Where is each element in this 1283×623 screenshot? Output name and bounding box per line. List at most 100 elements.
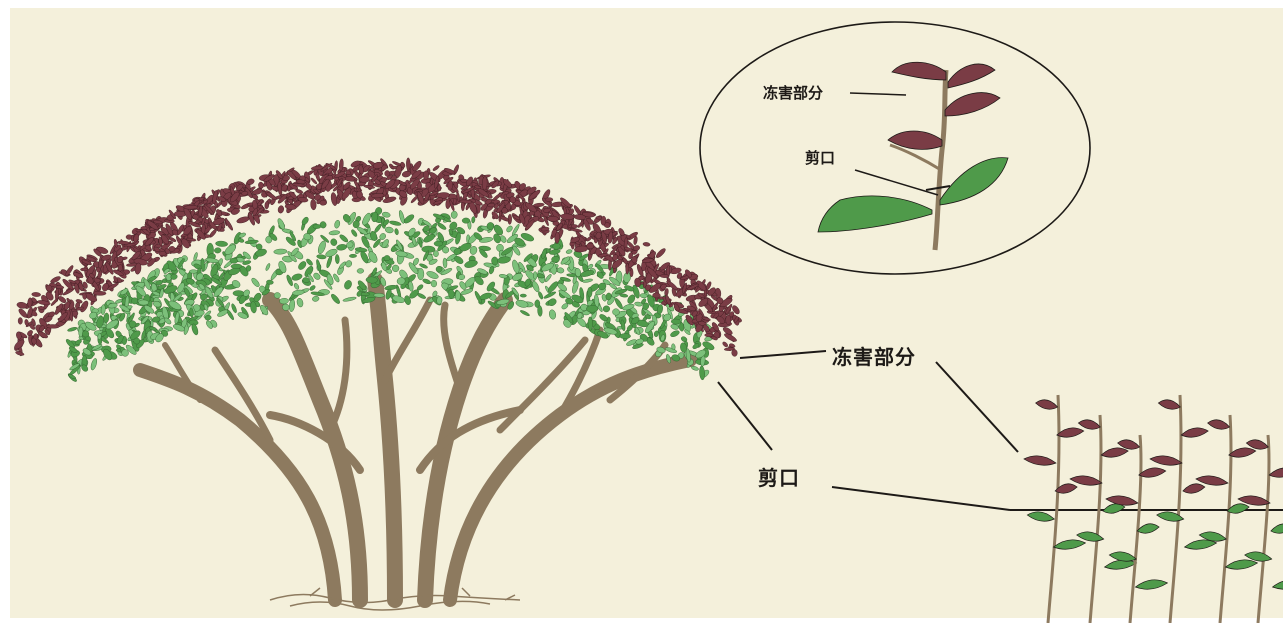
foliage-leaf <box>640 293 648 298</box>
foliage-leaf <box>250 277 261 288</box>
foliage-leaf <box>335 254 339 264</box>
foliage-leaf <box>214 247 221 253</box>
foliage-leaf <box>505 225 513 233</box>
cut-shoot-callout-line <box>832 487 1010 510</box>
shoot-frost-leaf <box>1024 456 1056 465</box>
foliage-leaf <box>654 330 660 337</box>
shoot-frost-leaf <box>1269 468 1283 477</box>
frost-leaf <box>423 171 429 180</box>
shoot-frost-leaf <box>1057 428 1084 437</box>
shoot-frost-leaf <box>1106 496 1138 505</box>
foliage-leaf <box>274 249 288 255</box>
foliage-leaf <box>389 220 402 226</box>
frost-shoot-callout-line <box>936 362 1018 452</box>
foliage-leaf <box>691 365 699 371</box>
foliage-leaf <box>129 320 137 327</box>
foliage-leaf <box>343 296 357 302</box>
foliage-leaf <box>357 268 364 273</box>
foliage-leaf <box>497 256 511 264</box>
main-frost-label: 冻害部分 <box>832 341 916 370</box>
frost-leaf <box>643 242 651 247</box>
inset-shoot <box>818 62 1008 250</box>
foliage-leaf <box>373 223 382 233</box>
foliage-leaf <box>334 220 341 229</box>
frost-leaf <box>487 203 495 207</box>
inset-stem <box>935 70 946 250</box>
foliage-leaf <box>620 334 631 339</box>
frost-leaf <box>726 315 731 325</box>
foliage-leaf <box>403 213 416 225</box>
foliage-leaf <box>231 303 238 313</box>
frost-leaf <box>359 176 370 182</box>
foliage-leaf <box>265 263 271 271</box>
shoot-frost-leaf <box>1246 440 1268 449</box>
foliage-leaf <box>384 255 390 261</box>
shoot-frost-leaf <box>1208 420 1230 429</box>
foliage-leaf <box>520 294 526 297</box>
shoot-frost-leaf <box>1139 468 1166 477</box>
shoot-stem <box>1090 415 1101 623</box>
frost-leaf <box>601 216 606 225</box>
inset-frost-callout-line <box>850 93 906 95</box>
frost-leaf <box>80 268 87 271</box>
foliage-leaf <box>603 306 610 313</box>
frost-leaf <box>264 201 269 209</box>
foliage-leaf <box>665 346 678 353</box>
foliage-leaf <box>279 298 288 304</box>
frost-leaf <box>46 324 59 328</box>
foliage-leaf <box>293 282 300 290</box>
frost-leaf <box>481 197 488 202</box>
frost-leaf <box>118 264 123 271</box>
foliage-leaf <box>436 266 443 273</box>
foliage-leaf <box>330 293 341 305</box>
foliage-leaf <box>391 264 401 274</box>
foliage-leaf <box>349 254 356 258</box>
foliage-leaf <box>189 270 197 274</box>
inset-cut-callout-line <box>855 170 938 195</box>
frost-leaf <box>159 251 167 255</box>
foliage-leaf <box>343 279 353 290</box>
frost-leaf <box>406 158 410 171</box>
frost-leaf <box>17 307 28 318</box>
foliage-leaf <box>296 298 304 308</box>
foliage-leaf <box>669 329 680 338</box>
shoot-green-leaf <box>1135 580 1167 589</box>
inset-green-leaf <box>940 158 1008 205</box>
foliage-leaf <box>462 218 470 223</box>
shoot-green-leaf <box>1109 552 1136 561</box>
foliage-leaf <box>230 258 238 264</box>
frost-leaf <box>18 317 23 324</box>
shoot-frost-leaf <box>1036 400 1058 409</box>
frost-leaf <box>93 291 106 295</box>
shoot-frost-leaf <box>1078 420 1100 429</box>
cut-callout-line <box>718 382 772 450</box>
shoot-green-leaf <box>1137 524 1159 533</box>
foliage-leaf <box>619 293 628 297</box>
frost-leaf <box>24 319 29 326</box>
frost-leaf <box>652 293 660 299</box>
foliage-leaf <box>385 226 394 233</box>
shoot-frost-leaf <box>1183 484 1205 493</box>
shoot-stem <box>1220 415 1231 623</box>
shoot-green-leaf <box>1105 560 1137 569</box>
inset-frost-label: 冻害部分 <box>763 82 823 103</box>
main-cut-label: 剪口 <box>758 462 800 491</box>
foliage-leaf <box>289 299 296 312</box>
shoot-green-leaf <box>1225 560 1257 569</box>
foliage-leaf <box>520 309 531 316</box>
foliage-leaf <box>434 241 443 246</box>
foliage-leaf <box>191 323 200 336</box>
foliage-leaf <box>297 260 308 271</box>
foliage-leaf <box>215 241 228 247</box>
foliage-leaf <box>451 211 458 219</box>
foliage-leaf <box>499 274 508 279</box>
foliage-leaf <box>339 234 349 244</box>
shoot-green-leaf <box>1077 532 1104 541</box>
frost-callout-line <box>740 351 826 358</box>
inset-cut-label: 剪口 <box>805 147 835 168</box>
foliage-leaf <box>374 293 385 297</box>
foliage-leaf <box>305 258 313 267</box>
foliage-leaf <box>292 289 305 296</box>
